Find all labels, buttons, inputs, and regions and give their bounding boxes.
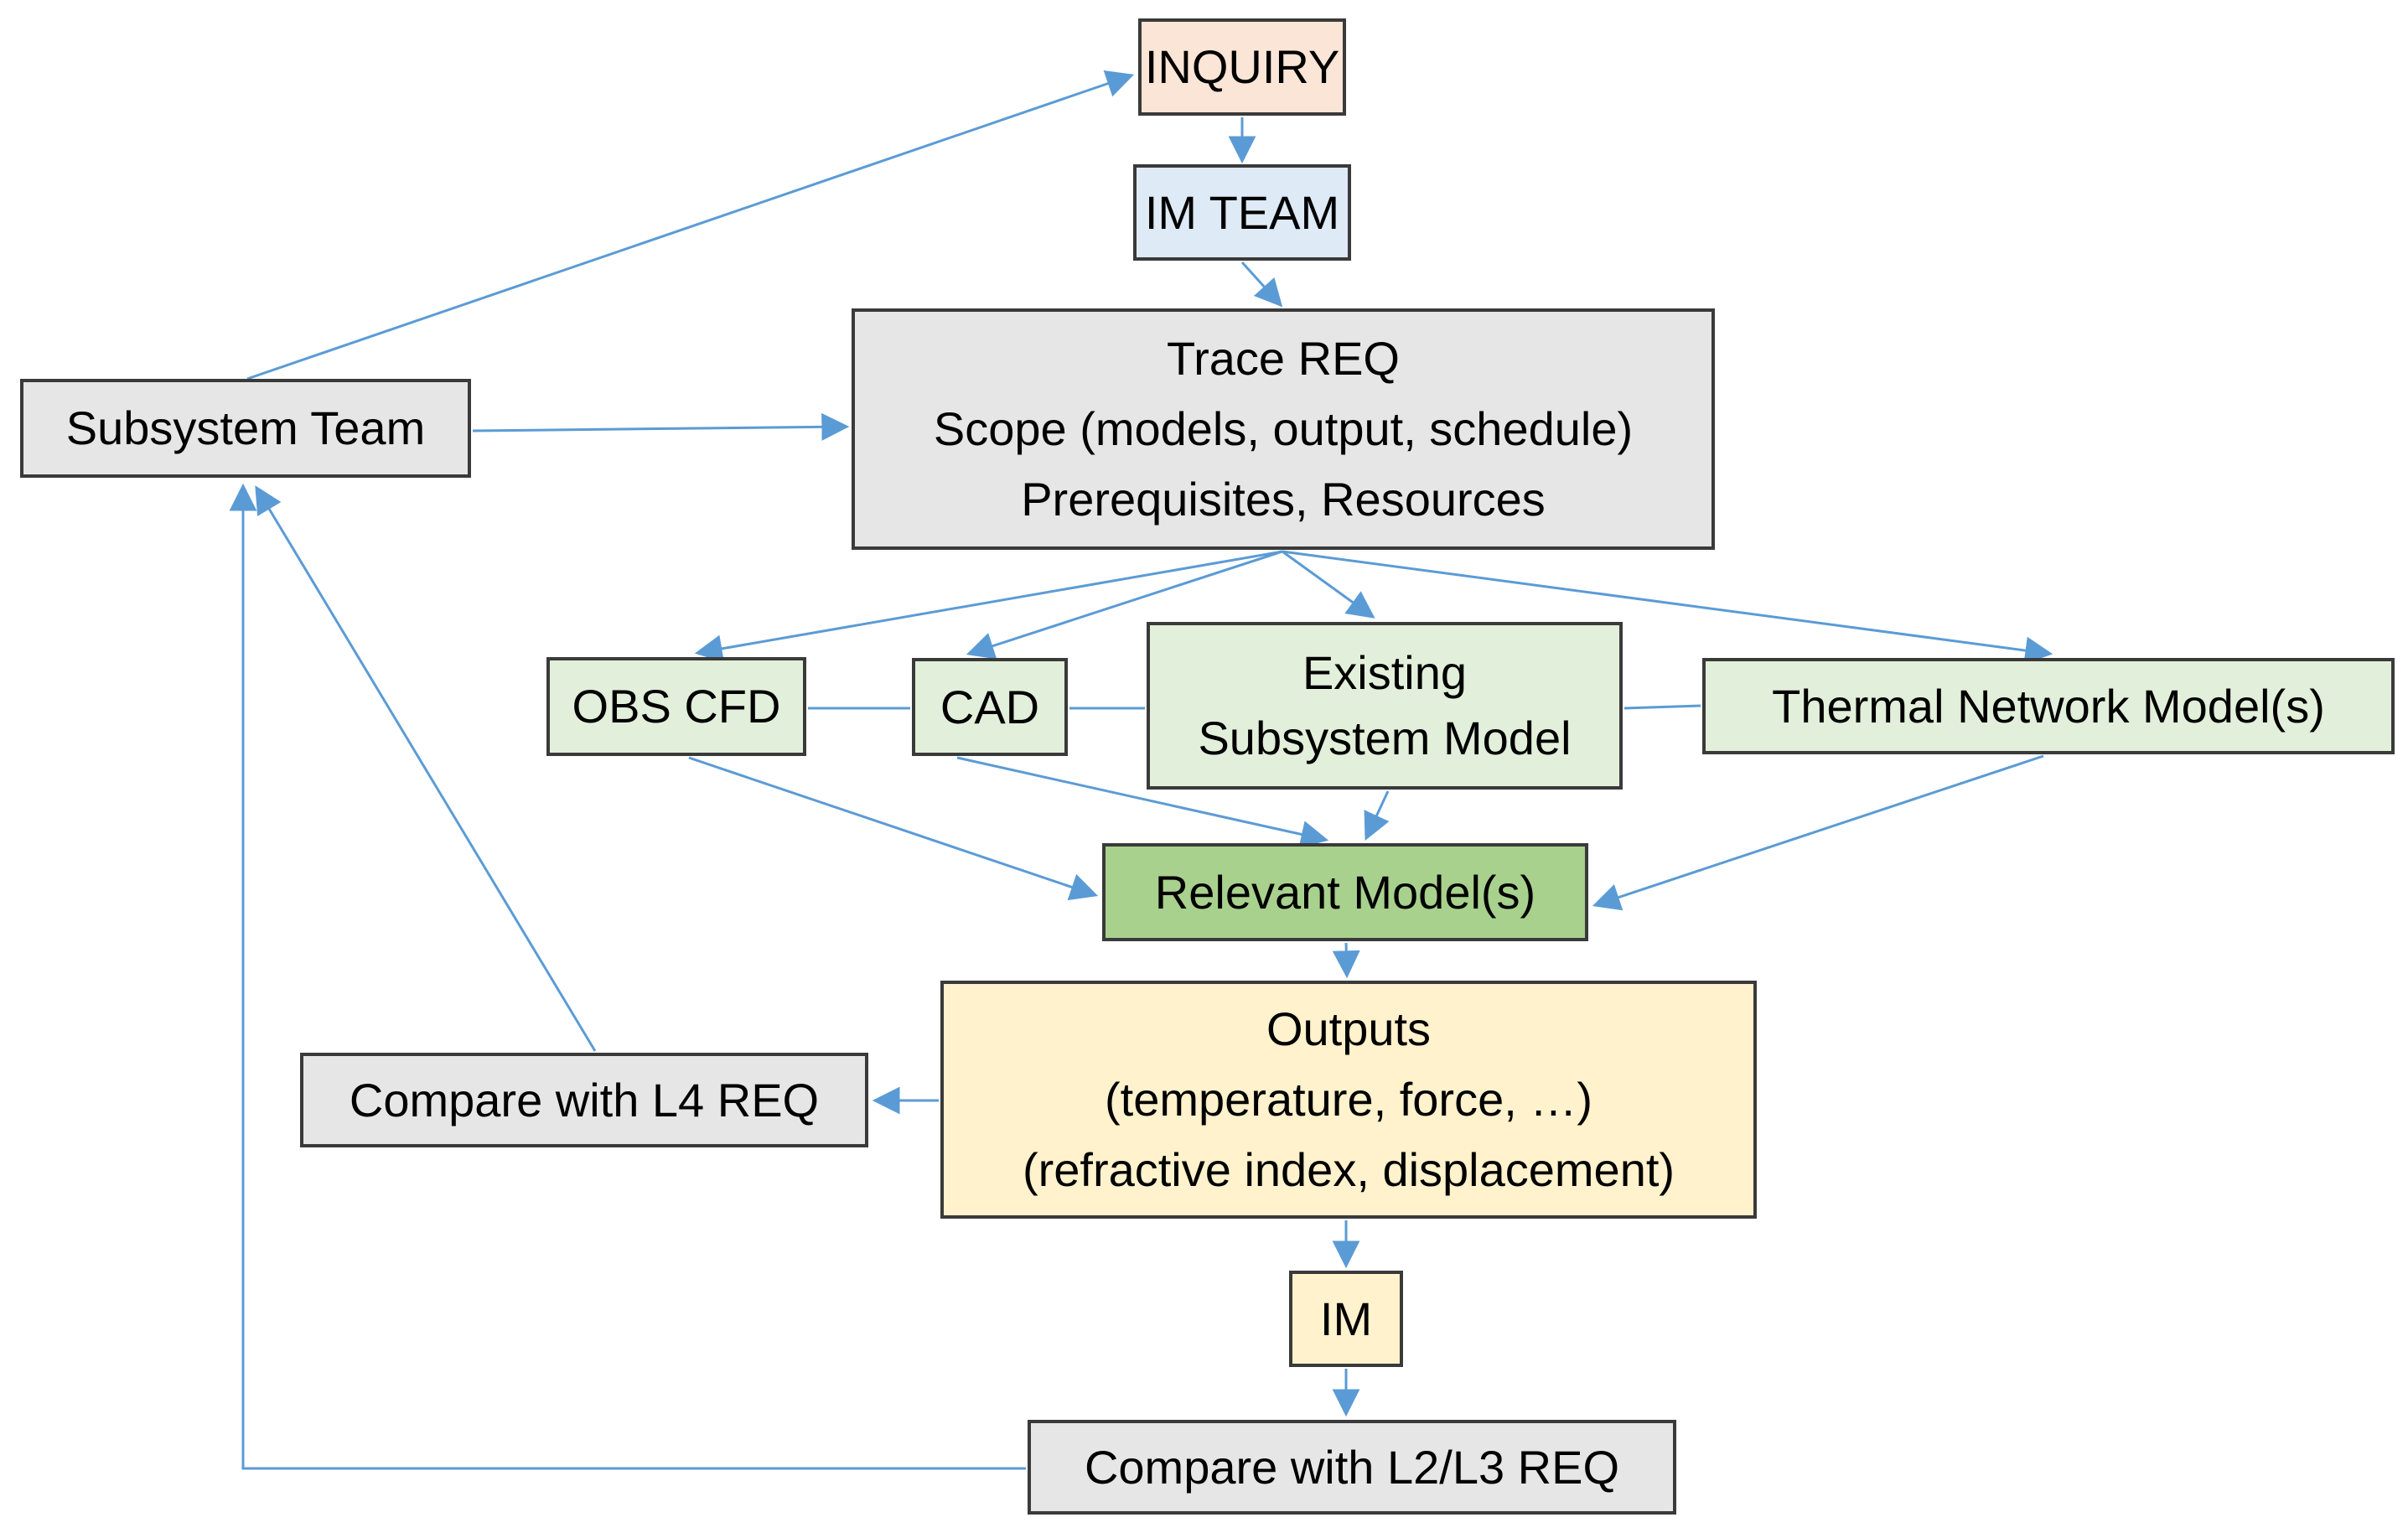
connector-existing-subsystem-model-to-thermal [1623,704,1701,710]
node-relevant-models: Relevant Model(s) [1102,843,1588,941]
arrow-existing-subsystem-model-to-relevant-models [1364,790,1390,841]
arrow-obs-cfd-to-relevant-models [688,756,1099,901]
arrow-compare-l2l3-req-to-subsystem-team [229,483,1026,1470]
arrow-cad-to-relevant-models [956,756,1329,848]
arrow-subsystem-team-to-inquiry [246,70,1135,381]
arrow-im-team-to-trace-req [1240,261,1283,308]
node-obs-cfd: OBS CFD [546,657,806,756]
node-inquiry: INQUIRY [1138,18,1346,116]
node-thermal-network-models: Thermal Network Model(s) [1702,658,2395,754]
node-compare-l2l3-req: Compare with L2/L3 REQ [1028,1420,1676,1515]
node-im-team: IM TEAM [1133,164,1351,261]
node-compare-l4-req: Compare with L4 REQ [300,1053,868,1147]
node-subsystem-team: Subsystem Team [20,379,471,478]
node-existing-subsystem-model: Existing Subsystem Model [1147,622,1623,790]
node-cad: CAD [912,658,1068,756]
arrow-trace-req-to-cad [966,550,1283,660]
node-outputs: Outputs (temperature, force, …) (refract… [940,981,1757,1219]
node-im: IM [1289,1271,1403,1367]
arrow-trace-req-to-obs-cfd [694,550,1283,663]
arrow-trace-req-to-thermal-network-models [1282,550,2053,665]
arrow-compare-l4-req-to-subsystem-team [255,485,597,1052]
arrow-thermal-network-models-to-relevant-models [1592,754,2044,911]
arrow-relevant-models-to-outputs [1332,942,1360,979]
arrow-trace-req-to-existing-subsystem-model [1282,550,1375,619]
node-trace-req: Trace REQ Scope (models, output, schedul… [852,308,1715,550]
arrow-subsystem-team-to-trace-req [472,412,850,441]
